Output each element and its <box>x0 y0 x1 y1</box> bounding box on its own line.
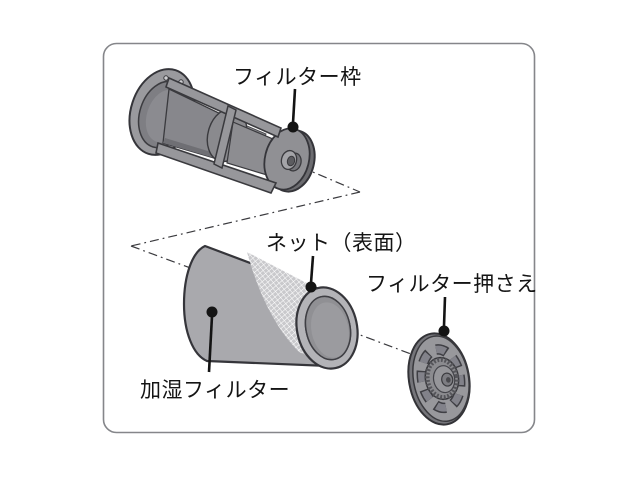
flange-hole <box>163 75 169 81</box>
filter-retainer-illustration <box>407 332 471 426</box>
label-humidifier-filter: 加湿フィルター <box>140 379 290 402</box>
label-filter-retainer: フィルター押さえ <box>366 273 538 296</box>
leader-dots <box>206 121 450 337</box>
label-net-surface: ネット（表面） <box>266 232 417 255</box>
label-filter-frame: フィルター枠 <box>233 66 362 89</box>
humidifier-filter-illustration <box>182 244 359 370</box>
frame-hub <box>280 149 302 172</box>
leader-lines <box>207 88 447 373</box>
filter-frame-illustration <box>128 68 316 194</box>
gear-teeth <box>425 357 459 400</box>
